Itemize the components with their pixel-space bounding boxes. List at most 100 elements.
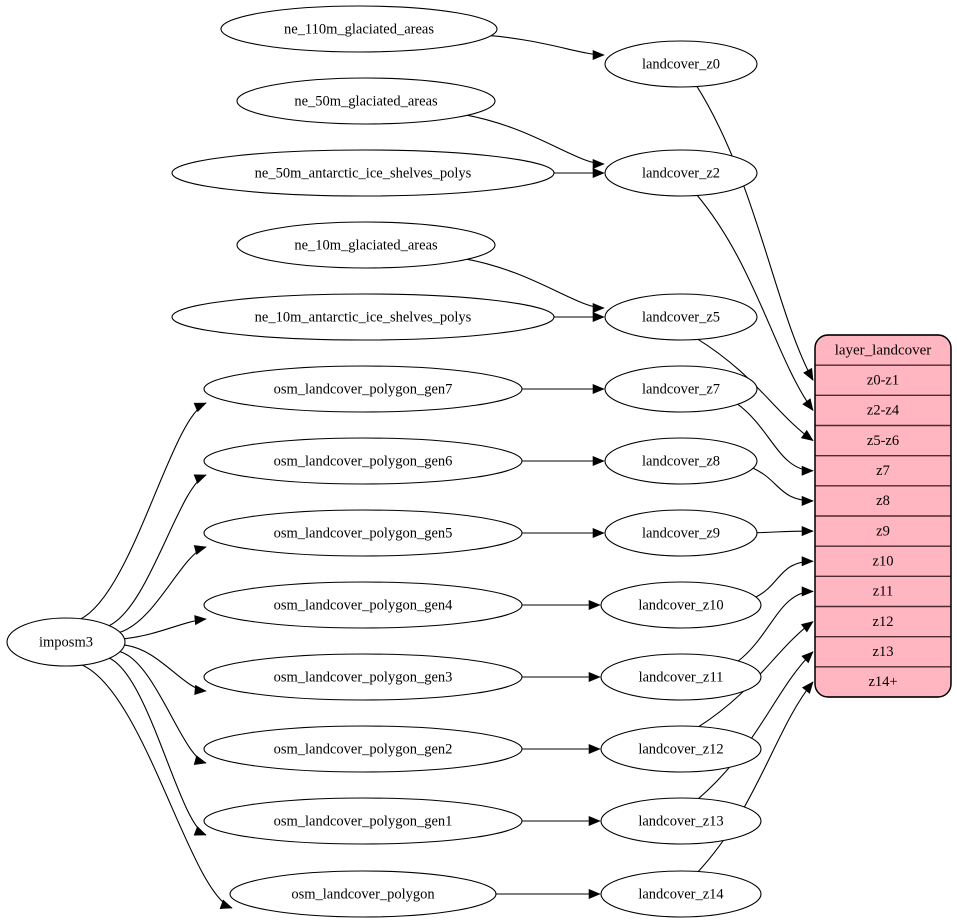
edge-imposm3-to-osm_landcover_polygon_gen1 — [108, 657, 207, 836]
mid-node-ellipse — [604, 365, 758, 413]
node-landcover_z0[interactable]: landcover_z0 — [604, 40, 758, 88]
edge-arrowhead — [193, 545, 207, 555]
node-osm_landcover_polygon_gen3[interactable]: osm_landcover_polygon_gen3 — [203, 653, 523, 701]
edge-imposm3-to-osm_landcover_polygon_gen4 — [124, 618, 207, 640]
edge-arrowhead — [800, 621, 814, 633]
edge-arrowhead — [592, 167, 605, 179]
edge-arrowhead — [801, 681, 814, 694]
node-landcover_z7[interactable]: landcover_z7 — [604, 365, 758, 413]
edge-landcover_z5-to-table-row-2 — [695, 337, 814, 442]
edge-arrowhead — [592, 311, 605, 323]
edge-arrowhead — [801, 465, 814, 476]
node-osm_landcover_polygon_gen6[interactable]: osm_landcover_polygon_gen6 — [203, 437, 523, 485]
node-ne_50m_antarctic_ice_shelves_polys[interactable]: ne_50m_antarctic_ice_shelves_polys — [171, 149, 555, 197]
nodes-layer: ne_110m_glaciated_areas ne_50m_glaciated_… — [6, 5, 762, 918]
edge-arrowhead — [193, 474, 207, 484]
edges-layer — [79, 35, 814, 909]
edge-arrowhead — [193, 826, 207, 836]
node-landcover_z8[interactable]: landcover_z8 — [604, 437, 758, 485]
mid-node-ellipse — [604, 40, 758, 88]
edge-imposm3-to-osm_landcover_polygon — [80, 663, 233, 909]
node-landcover_z14[interactable]: landcover_z14 — [600, 870, 762, 918]
edge-imposm3-to-osm_landcover_polygon_gen2 — [119, 650, 207, 764]
node-imposm3[interactable]: imposm3 — [6, 617, 126, 667]
root-node-ellipse — [6, 617, 126, 667]
edge-landcover_z12-to-table-row-8 — [696, 621, 814, 729]
edge-arrowhead — [803, 367, 814, 381]
node-landcover_z13[interactable]: landcover_z13 — [600, 797, 762, 845]
node-ne_10m_glaciated_areas[interactable]: ne_10m_glaciated_areas — [236, 221, 496, 269]
node-osm_landcover_polygon_gen4[interactable]: osm_landcover_polygon_gen4 — [203, 581, 523, 629]
mid-node-ellipse — [600, 725, 762, 773]
mid-node-ellipse — [600, 653, 762, 701]
edge-arrowhead — [219, 899, 233, 909]
mid-node-ellipse — [600, 870, 762, 918]
edge-landcover_z13-to-table-row-9 — [696, 651, 814, 801]
mid-node-ellipse — [604, 437, 758, 485]
edge-imposm3-to-osm_landcover_polygon_gen6 — [108, 474, 207, 627]
source-node-ellipse — [203, 725, 523, 773]
edge-landcover_z2-to-table-row-1 — [695, 193, 814, 411]
source-node-ellipse — [171, 293, 555, 341]
node-landcover_z12[interactable]: landcover_z12 — [600, 725, 762, 773]
source-node-ellipse — [229, 870, 497, 918]
node-osm_landcover_polygon_gen7[interactable]: osm_landcover_polygon_gen7 — [203, 365, 523, 413]
source-node-ellipse — [203, 365, 523, 413]
edge-arrowhead — [592, 302, 605, 314]
node-landcover_z9[interactable]: landcover_z9 — [604, 509, 758, 557]
source-node-ellipse — [236, 77, 496, 125]
edge-arrowhead — [801, 586, 814, 597]
node-landcover_z11[interactable]: landcover_z11 — [600, 653, 762, 701]
edge-arrowhead — [588, 888, 601, 900]
node-osm_landcover_polygon_gen2[interactable]: osm_landcover_polygon_gen2 — [203, 725, 523, 773]
edge-landcover_z0-to-table-row-0 — [695, 84, 814, 381]
node-landcover_z2[interactable]: landcover_z2 — [604, 149, 758, 197]
table-node-layer_landcover[interactable]: layer_landcoverz0-z1z2-z4z5-z6z7z8z9z10z… — [814, 334, 952, 698]
edge-arrowhead — [193, 402, 207, 413]
edge-imposm3-to-osm_landcover_polygon_gen5 — [119, 546, 207, 633]
edge-arrowhead — [592, 455, 605, 467]
edge-arrowhead — [802, 398, 814, 412]
source-node-ellipse — [203, 653, 523, 701]
node-ne_50m_glaciated_areas[interactable]: ne_50m_glaciated_areas — [236, 77, 496, 125]
node-osm_landcover_polygon_gen1[interactable]: osm_landcover_polygon_gen1 — [203, 797, 523, 845]
source-node-ellipse — [171, 149, 555, 197]
mid-node-ellipse — [600, 797, 762, 845]
table-node-layer: layer_landcoverz0-z1z2-z4z5-z6z7z8z9z10z… — [814, 334, 952, 698]
edge-arrowhead — [592, 158, 605, 170]
source-node-ellipse — [203, 581, 523, 629]
node-ne_10m_antarctic_ice_shelves_polys[interactable]: ne_10m_antarctic_ice_shelves_polys — [171, 293, 555, 341]
edge-ne_110m_glaciated_areas-to-landcover_z0 — [489, 35, 605, 56]
edge-arrowhead — [592, 49, 605, 61]
node-osm_landcover_polygon[interactable]: osm_landcover_polygon — [229, 870, 497, 918]
mid-node-ellipse — [604, 149, 758, 197]
edge-arrowhead — [194, 615, 207, 626]
edge-landcover_z14-to-table-row-10 — [696, 681, 814, 874]
source-node-ellipse — [203, 797, 523, 845]
node-landcover_z10[interactable]: landcover_z10 — [600, 581, 762, 629]
edge-arrowhead — [588, 743, 601, 755]
edge-imposm3-to-osm_landcover_polygon_gen3 — [124, 644, 207, 692]
source-node-ellipse — [220, 5, 498, 53]
node-osm_landcover_polygon_gen5[interactable]: osm_landcover_polygon_gen5 — [203, 509, 523, 557]
edge-arrowhead — [801, 526, 814, 537]
mid-node-ellipse — [604, 293, 758, 341]
edge-arrowhead — [801, 651, 814, 664]
table-node-outline — [814, 334, 952, 698]
edge-arrowhead — [801, 495, 814, 506]
node-ne_110m_glaciated_areas[interactable]: ne_110m_glaciated_areas — [220, 5, 498, 53]
source-node-ellipse — [236, 221, 496, 269]
edge-arrowhead — [193, 755, 207, 765]
edge-arrowhead — [592, 527, 605, 539]
edge-arrowhead — [194, 684, 207, 695]
node-landcover_z5[interactable]: landcover_z5 — [604, 293, 758, 341]
source-node-ellipse — [203, 509, 523, 557]
source-node-ellipse — [203, 437, 523, 485]
edge-arrowhead — [588, 599, 601, 611]
edge-arrowhead — [592, 383, 605, 395]
mid-node-ellipse — [600, 581, 762, 629]
edge-arrowhead — [588, 671, 601, 683]
mid-node-ellipse — [604, 509, 758, 557]
